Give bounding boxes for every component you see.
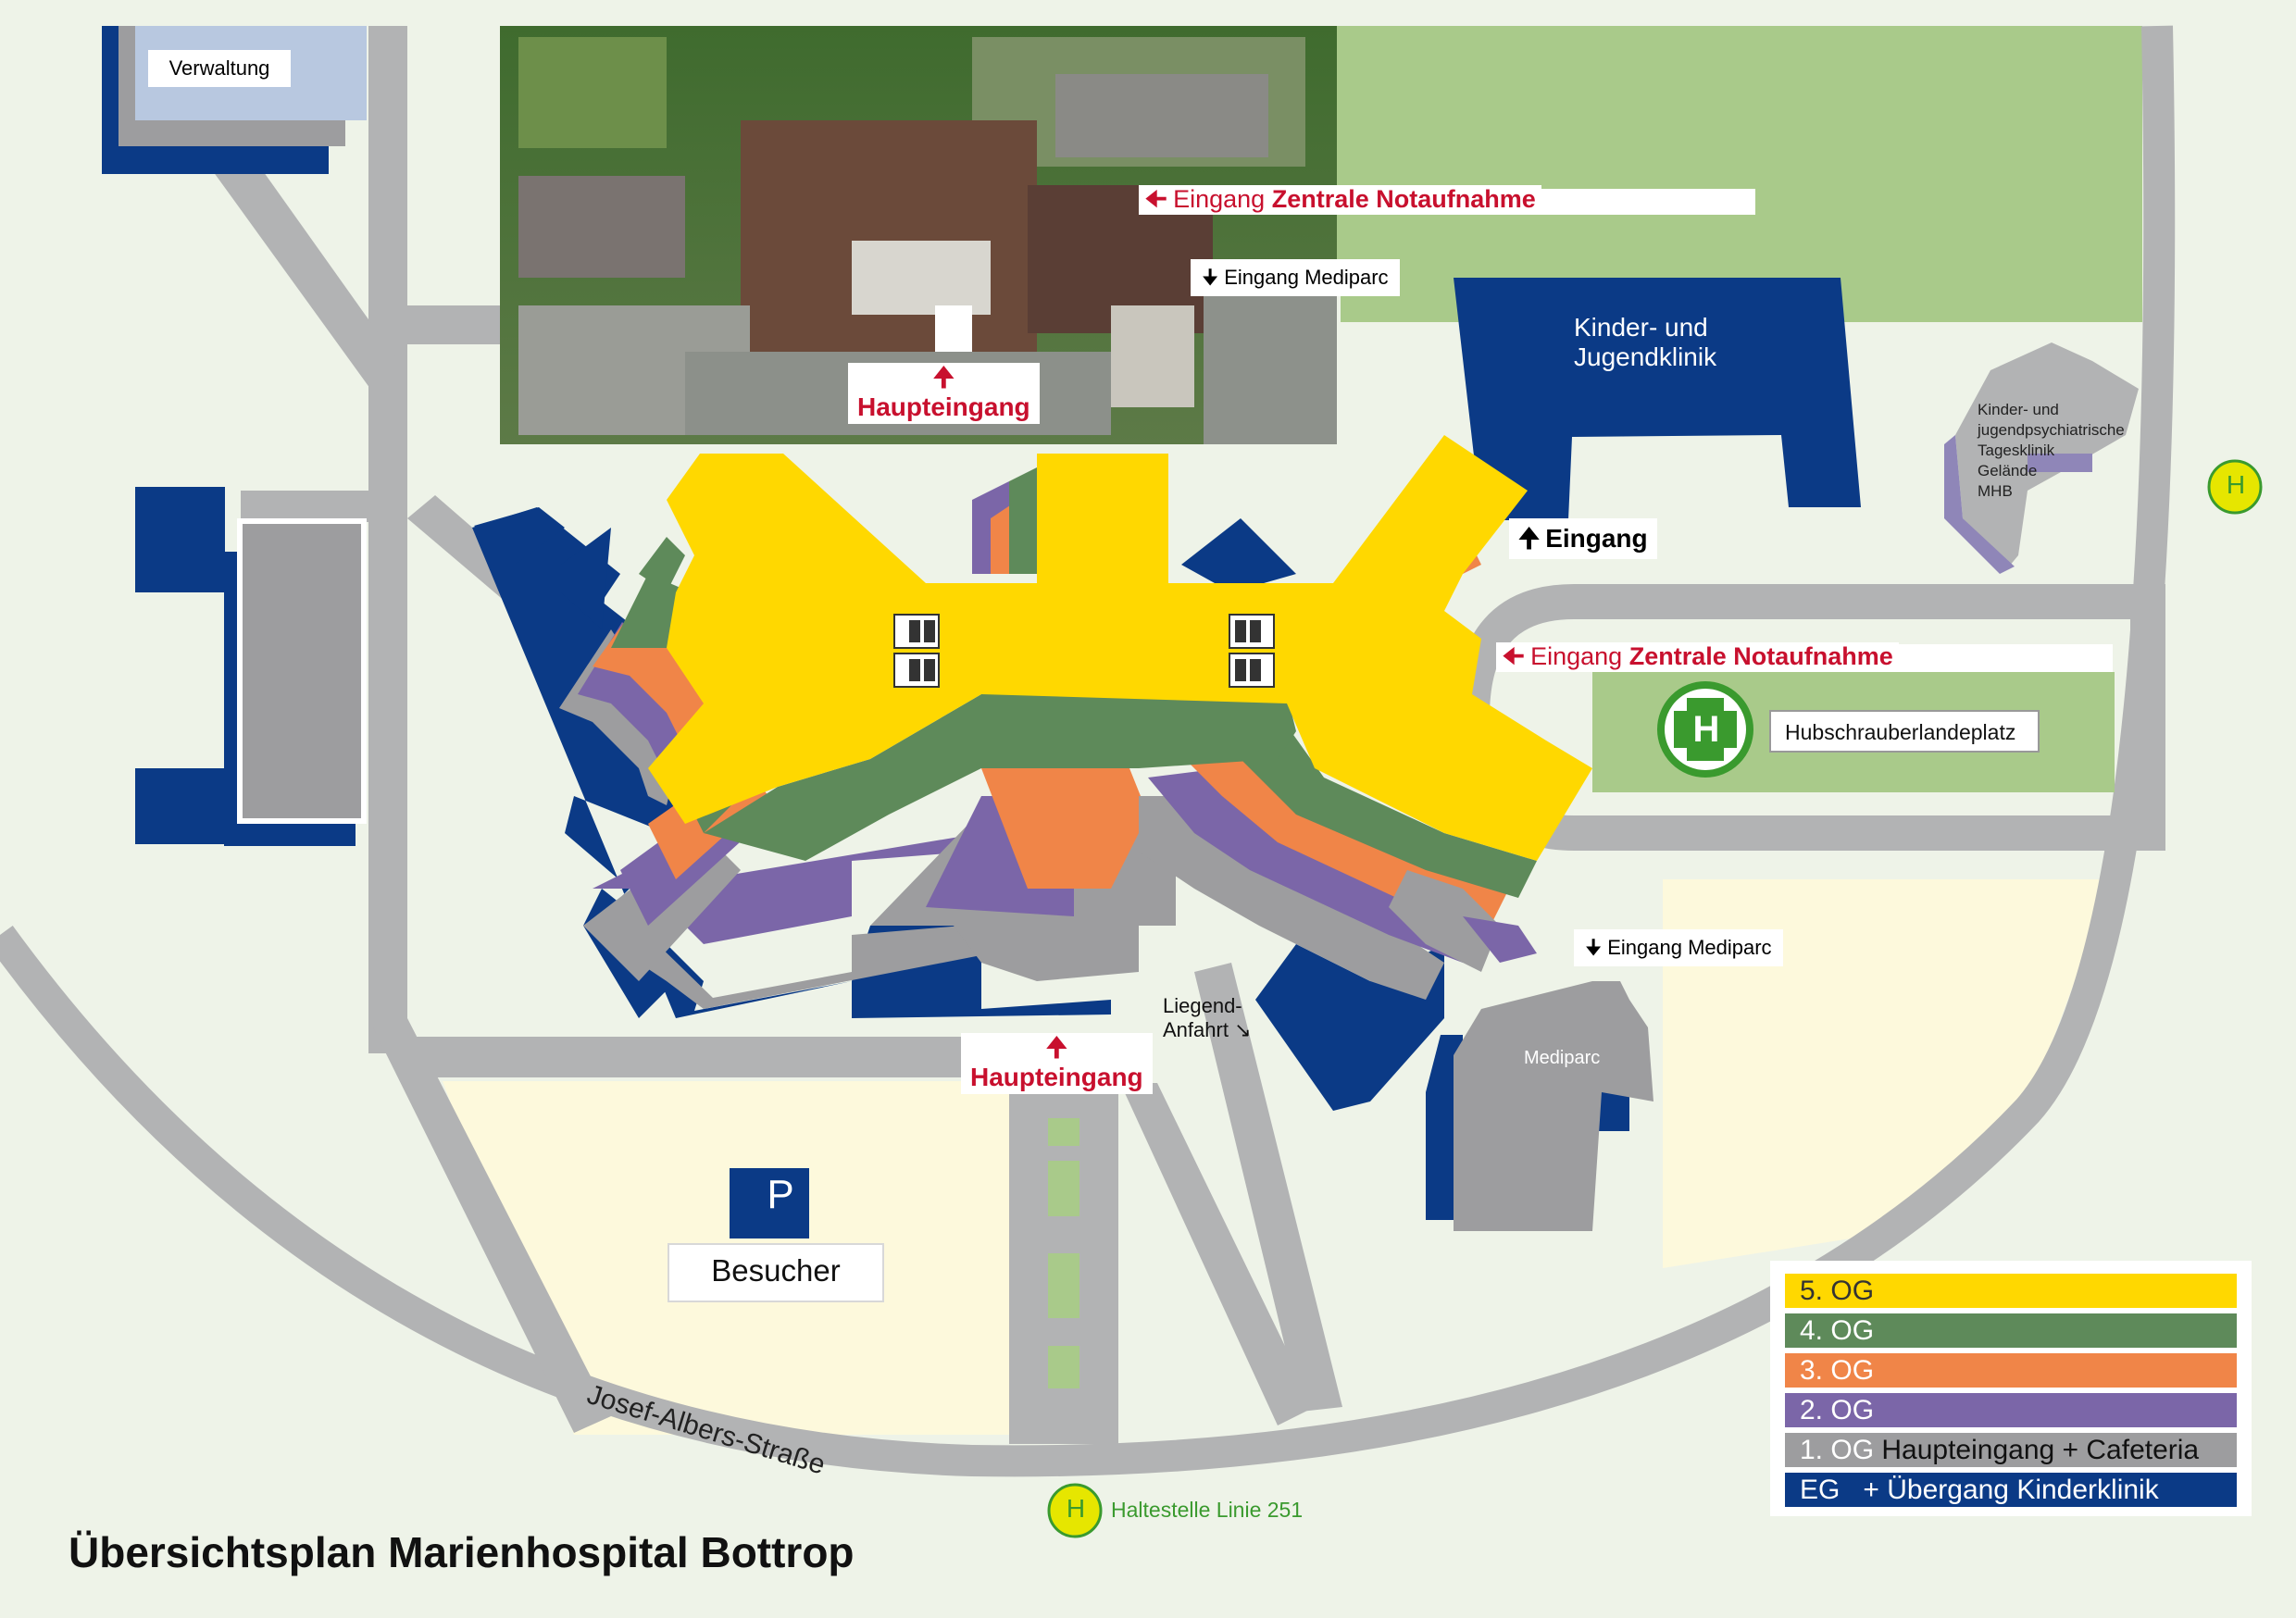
legend-item-3og: 3. OG [1785,1353,2237,1388]
road-west-lower [368,1018,611,1433]
arrow-down-icon: 🠋 [1585,936,1603,959]
bus-stop-letter-east: H [2226,470,2246,499]
label-haupteingang-photo: 🠉 Haupteingang [848,363,1040,424]
label-tagesklinik: Kinder- und jugendpsychiatrische Tageskl… [1978,401,2125,500]
arrow-up-icon: 🠉 [1518,524,1541,553]
label-kinderklinik: Kinder- und Jugendklinik [1574,313,1717,371]
bus-stop-letter-south: H [1066,1494,1086,1523]
label-verwaltung: Verwaltung [148,50,291,87]
building-mediparc [1454,981,1653,1231]
building-west-main [243,524,361,818]
road-link-north [407,305,502,344]
arrow-up-icon: 🠉 [932,363,955,392]
parking-area-east [1663,879,2113,1268]
bus-stop-icon [2207,459,2263,515]
helipad-letter: H [1692,709,1720,750]
label-mediparc: Mediparc [1524,1048,1601,1068]
label-besucher: Besucher [711,1253,841,1288]
label-entrance-notaufnahme-east: 🠈Eingang Zentrale Notaufnahme [1496,642,1899,670]
floor-3og-south [981,768,1148,889]
aerial-photo [500,26,1337,444]
bus-stop-icon [1047,1483,1103,1538]
label-bus-stop: Haltestelle Linie 251 [1111,1498,1304,1522]
arrow-left-icon: 🠈 [1502,642,1526,670]
building-west-south [135,768,225,844]
legend-item-eg: EG + Übergang Kinderklinik [1785,1473,2237,1507]
building-west-north [135,487,225,592]
road-west [368,26,407,1053]
floor-1og-west [583,870,991,1009]
label-haupteingang-main: 🠉 Haupteingang [961,1033,1153,1094]
label-entrance-mediparc-south: 🠋Eingang Mediparc [1574,929,1783,966]
legend-item-4og: 4. OG [1785,1313,2237,1348]
road-link-west [241,491,370,522]
parking-letter: P [767,1172,794,1217]
label-entrance-notaufnahme-north: 🠈Eingang Zentrale Notaufnahme [1139,185,1541,213]
arrow-diag-icon: ↘ [1234,1018,1252,1041]
legend-item-2og: 2. OG [1785,1393,2237,1427]
road-diagonal-admin [213,153,398,389]
legend-item-1og: 1. OG Haupteingang + Cafeteria [1785,1433,2237,1467]
building-kinderklinik [1454,278,1861,520]
label-liegend-anfahrt: Liegend- Anfahrt ↘ [1163,994,1252,1041]
park-area-north [1341,26,2142,322]
arrow-down-icon: 🠋 [1202,266,1219,289]
helipad-icon [1657,681,1753,778]
road-main-horizontal [407,1037,1018,1077]
label-entrance-mediparc-north: 🠋Eingang Mediparc [1191,259,1400,296]
page-title: Übersichtsplan Marienhospital Bottrop [69,1528,855,1576]
arrow-up-icon: 🠉 [1045,1033,1067,1062]
road-diagonal-south-1 [1120,1083,1315,1425]
elevator-icon [1229,614,1275,688]
parking-icon [730,1168,809,1238]
road-diagonal-south-2 [1194,963,1342,1412]
floor-4og-band [704,694,1296,861]
elevator-icon [893,614,940,688]
arrow-left-icon: 🠈 [1144,185,1168,213]
label-eingang-kinderklinik: 🠉Eingang [1509,518,1657,559]
floor-5og-main [648,435,1592,861]
legend-item-5og: 5. OG [1785,1274,2237,1308]
label-hubschrauberlandeplatz: Hubschrauberlandeplatz [1785,720,2016,744]
